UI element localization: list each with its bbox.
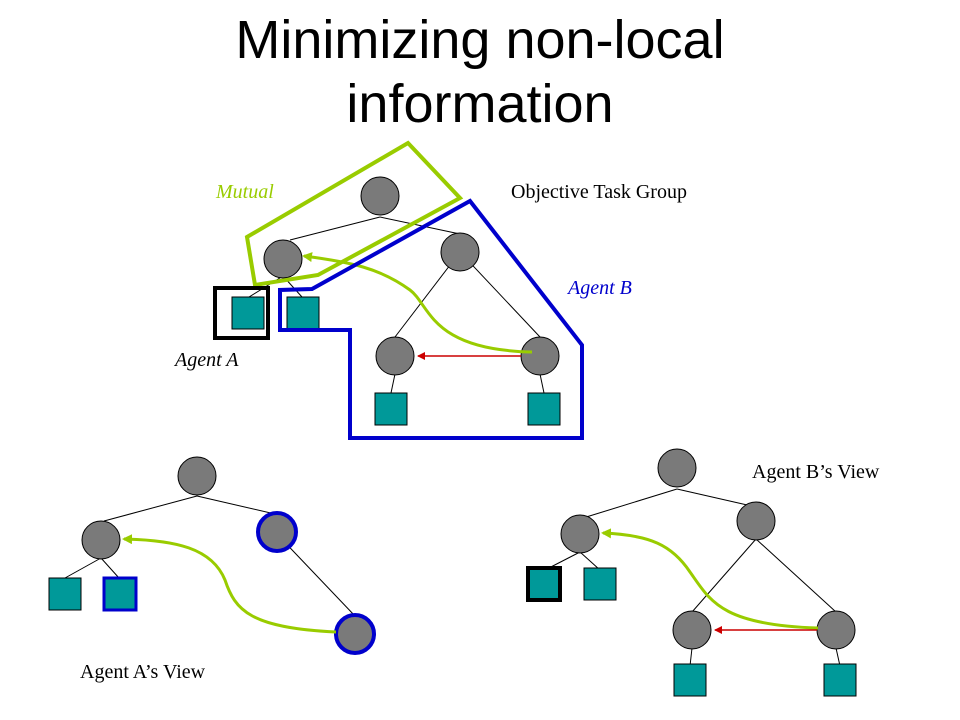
leaf-method-a1 [231,296,265,330]
mutual-region-outline [244,140,464,288]
right-left-node [375,336,415,376]
root-node [177,456,217,496]
tree-edges [544,488,841,667]
right-right-node [816,610,856,650]
leaf-method-1 [48,577,82,611]
leaf-method-a2 [286,296,320,330]
right-node [736,501,776,541]
right-right-node [520,336,560,376]
leaf-method-2-highlighted [102,576,138,612]
leaf-method-b2 [527,392,561,426]
right-right-node-highlighted [334,613,376,655]
leaf-method-3 [673,663,707,697]
objective-task-group-tree [213,140,584,440]
agent-a-label: Agent A [173,349,239,371]
green-enables-arrow [302,252,533,354]
agent-b-region-outline [278,198,584,440]
title-line-2: information [346,74,614,134]
mutual-label: Mutual [215,181,274,203]
right-node-highlighted [256,511,298,553]
agent-a-region-outline [213,286,270,340]
green-enables-arrow [122,534,337,634]
root-node [657,448,697,488]
left-node [263,239,303,279]
agent-a-view-tree [48,456,376,655]
leaf-method-2 [583,567,617,601]
agent-b-view-tree [526,448,857,697]
left-node [560,514,600,554]
agent-b-label: Agent B [566,277,632,299]
title-line-1: Minimizing non-local [235,10,725,70]
root-node [360,176,400,216]
right-node [440,232,480,272]
leaf-method-4 [823,663,857,697]
agent-b-view-label: Agent B’s View [752,461,880,483]
green-enables-arrow [601,528,819,630]
agent-a-view-label: Agent A’s View [80,661,206,683]
objective-task-group-label: Objective Task Group [511,181,687,203]
left-node [81,520,121,560]
leaf-method-1-highlighted [526,566,562,602]
slide-title: Minimizing non-local information [0,8,960,136]
right-left-node [672,610,712,650]
leaf-method-b1 [374,392,408,426]
